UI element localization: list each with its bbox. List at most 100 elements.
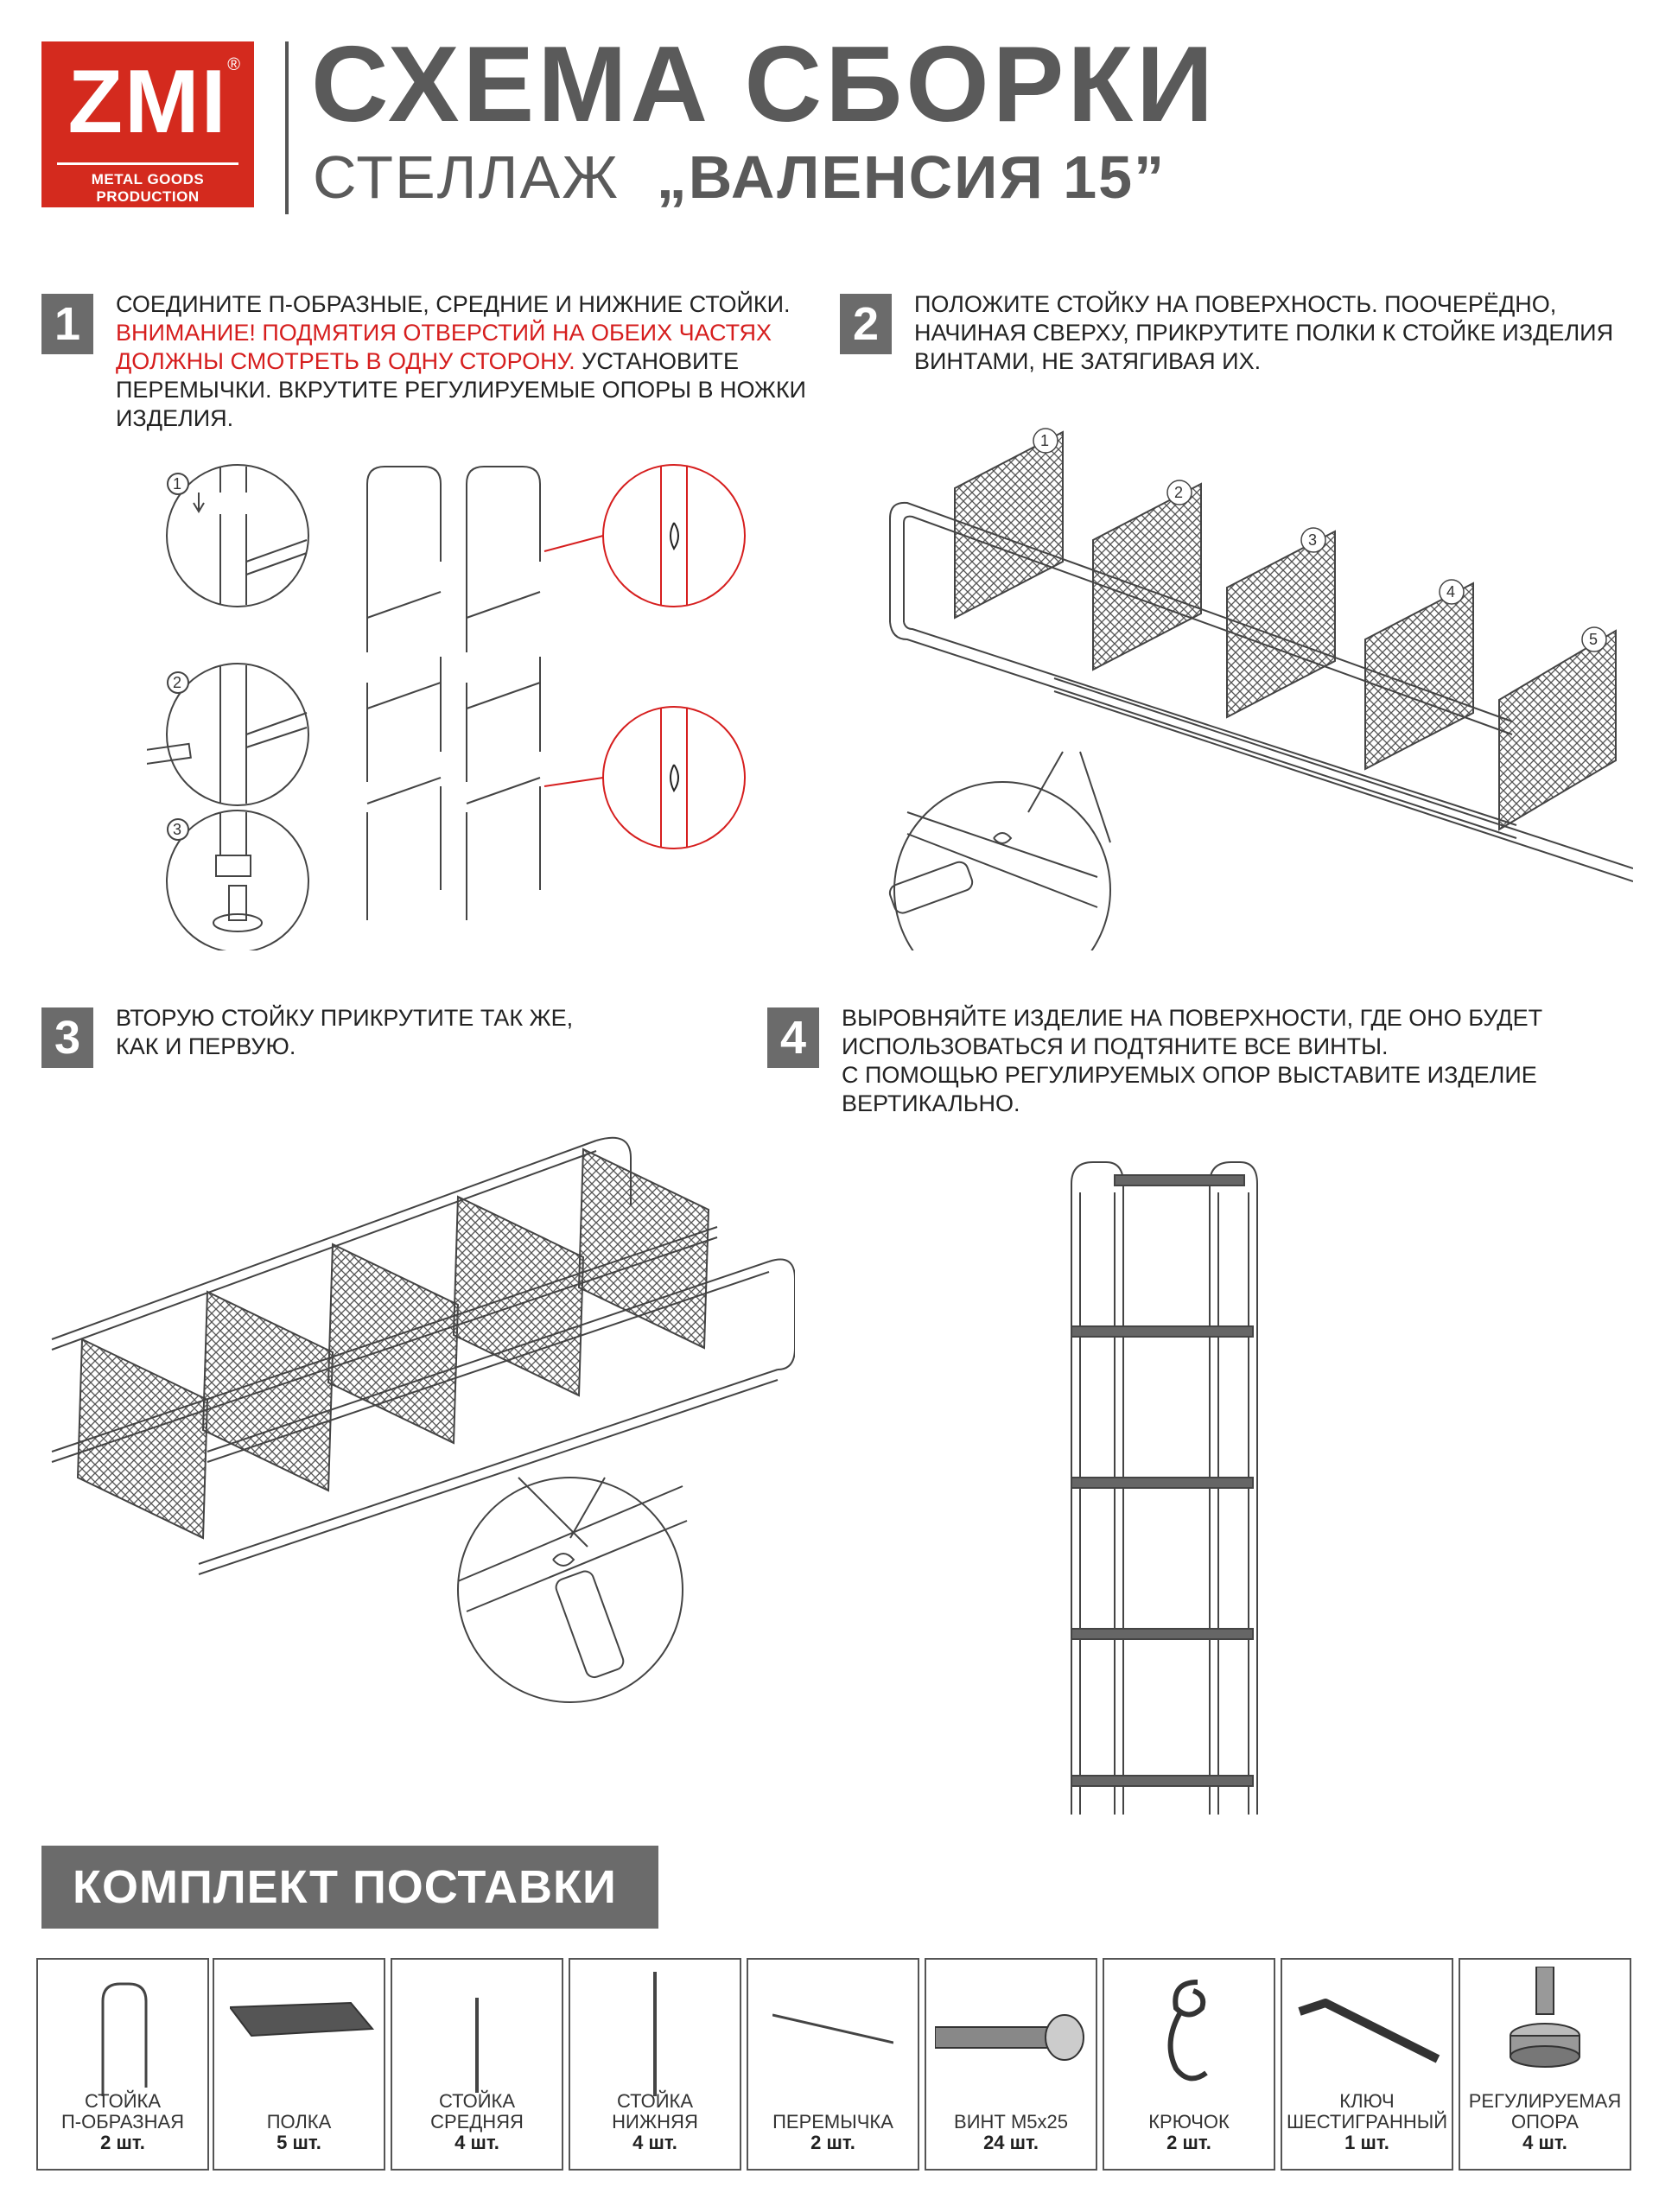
step-1-warning-line: ДОЛЖНЫ СМОТРЕТЬ В ОДНУ СТОРОНУ.: [116, 348, 575, 374]
page-subtitle: СТЕЛЛАЖ „ВАЛЕНСИЯ 15”: [313, 147, 1166, 207]
kit-item-name: КЛЮЧ: [1339, 2090, 1395, 2112]
brand-logo: ZMI ® METAL GOODS PRODUCTION: [41, 41, 254, 207]
kit-item-qty: 24 шт.: [983, 2132, 1039, 2153]
crossbar-icon: [772, 2013, 893, 2044]
hex-key-icon: [1298, 1999, 1440, 2063]
kit-item-qty: 5 шт.: [276, 2132, 321, 2153]
step-1-warning-line: ВНИМАНИЕ! ПОДМЯТИЯ ОТВЕРСТИЙ НА ОБЕИХ ЧА…: [116, 320, 772, 346]
step-1-line: ПЕРЕМЫЧКИ. ВКРУТИТЕ РЕГУЛИРУЕМЫЕ ОПОРЫ В…: [116, 377, 806, 403]
shelf-panel-5: [1498, 629, 1617, 831]
red-detail-bottom: [602, 706, 746, 849]
shelf-panel-2: [1092, 482, 1202, 671]
kit-item-name: СТОЙКА: [438, 2090, 516, 2112]
mounted-shelf-3: [327, 1243, 460, 1445]
kit-item-name: ШЕСТИГРАННЫЙ: [1286, 2111, 1448, 2133]
shelf-panel-4: [1364, 582, 1474, 771]
step-2-line: ВИНТАМИ, НЕ ЗАТЯГИВАЯ ИХ.: [914, 348, 1262, 374]
kit-item-name: ПЕРЕМЫЧКА: [772, 2111, 893, 2133]
step-4-assembled-rack: [1071, 1161, 1258, 1815]
rack-shelf: [1071, 1775, 1254, 1787]
callout-label: 3: [173, 821, 181, 838]
kit-item-name: ПОЛКА: [266, 2111, 332, 2133]
shelf-number: 2: [1174, 484, 1183, 501]
page-title: СХЕМА СБОРКИ: [311, 25, 1217, 144]
kit-item-name: СТОЙКА: [84, 2090, 162, 2112]
step-3-illustration: [51, 1136, 795, 1703]
shelf-number: 1: [1040, 432, 1049, 449]
step-1-text: СОЕДИНИТЕ П-ОБРАЗНЫЕ, СРЕДНИЕ И НИЖНИЕ С…: [116, 290, 824, 433]
rack-shelf: [1071, 1628, 1254, 1640]
mounted-shelf-1: [76, 1338, 209, 1540]
detail-circle-1: [166, 464, 309, 607]
kit-item-name: КРЮЧОК: [1148, 2111, 1230, 2133]
kit-item-qty: 2 шт.: [1166, 2132, 1211, 2153]
logo-brand: ZMI: [67, 52, 228, 152]
step-4-number: 4: [767, 1007, 819, 1068]
red-detail-top: [602, 464, 746, 607]
step-4-line: ВЫРОВНЯЙТЕ ИЗДЕЛИЕ НА ПОВЕРХНОСТИ, ГДЕ О…: [842, 1005, 1543, 1031]
step-1-line: ИЗДЕЛИЯ.: [116, 405, 234, 431]
step-2-number: 2: [840, 294, 892, 354]
step-3-line: КАК И ПЕРВУЮ.: [116, 1033, 296, 1059]
shelf-icon: [230, 2001, 375, 2037]
step-2-illustration: 1 2 3 4 5: [888, 428, 1633, 950]
kit-item-name: СТОЙКА: [616, 2090, 694, 2112]
step-3-line: ВТОРУЮ СТОЙКУ ПРИКРУТИТЕ ТАК ЖЕ,: [116, 1005, 574, 1031]
kit-item-qty: 4 шт.: [632, 2132, 677, 2153]
shelf-number: 4: [1446, 583, 1455, 601]
step-1-warning-tail: УСТАНОВИТЕ: [575, 348, 739, 374]
header-divider: [285, 41, 289, 214]
logo-divider: [57, 162, 238, 165]
middle-post-icon: [475, 1998, 479, 2093]
mounted-shelf-5: [577, 1147, 710, 1350]
step-4-text: ВЫРОВНЯЙТЕ ИЗДЕЛИЕ НА ПОВЕРХНОСТИ, ГДЕ О…: [842, 1004, 1619, 1118]
shelf-number: 5: [1589, 631, 1598, 648]
rack-shelf: [1071, 1325, 1254, 1338]
step-2-line: НАЧИНАЯ СВЕРХУ, ПРИКРУТИТЕ ПОЛКИ К СТОЙК…: [914, 320, 1614, 346]
shelf-panel-1: [954, 430, 1064, 620]
kit-item-qty: 4 шт.: [1522, 2132, 1567, 2153]
mounted-shelf-2: [201, 1290, 334, 1492]
kit-title: КОМПЛЕКТ ПОСТАВКИ: [41, 1846, 658, 1929]
detail-circle-2: [166, 663, 309, 806]
adjustable-foot-icon: [1510, 1967, 1580, 2068]
step-2-line: ПОЛОЖИТЕ СТОЙКУ НА ПОВЕРХНОСТЬ. ПООЧЕРЁД…: [914, 291, 1557, 317]
kit-item-name: ВИНТ M5x25: [954, 2111, 1068, 2133]
callout-label: 1: [173, 475, 181, 493]
kit-item-qty: 1 шт.: [1344, 2132, 1389, 2153]
kit-item-qty: 2 шт.: [100, 2132, 145, 2153]
step-4-line: ИСПОЛЬЗОВАТЬСЯ И ПОДТЯНИТЕ ВСЕ ВИНТЫ.: [842, 1033, 1389, 1059]
step-1-line: СОЕДИНИТЕ П-ОБРАЗНЫЕ, СРЕДНИЕ И НИЖНИЕ С…: [116, 291, 791, 317]
kit-item-name: РЕГУЛИРУЕМАЯ: [1468, 2090, 1622, 2112]
rack-shelf: [1114, 1174, 1245, 1186]
screw-icon: [935, 2014, 1084, 2061]
step-1-illustration: 1 2 3: [147, 464, 746, 950]
step-1-warning-row: ДОЛЖНЫ СМОТРЕТЬ В ОДНУ СТОРОНУ. УСТАНОВИ…: [116, 347, 824, 376]
shelf-number: 3: [1308, 531, 1317, 549]
detail-circle-3: [166, 810, 309, 950]
lower-post-icon: [653, 1972, 657, 2096]
callout-label: 2: [173, 674, 181, 691]
logo-registered-mark: ®: [227, 55, 240, 74]
step-3-number: 3: [41, 1007, 93, 1068]
step-4-line: ВЕРТИКАЛЬНО.: [842, 1090, 1020, 1116]
u-frame-icon: [101, 1982, 148, 2096]
step-3-text: ВТОРУЮ СТОЙКУ ПРИКРУТИТЕ ТАК ЖЕ, КАК И П…: [116, 1004, 721, 1061]
kit-item-name: НИЖНЯЯ: [612, 2111, 698, 2133]
kit-item-name: П-ОБРАЗНАЯ: [60, 2111, 185, 2133]
logo-tagline: METAL GOODS PRODUCTION: [91, 171, 205, 205]
